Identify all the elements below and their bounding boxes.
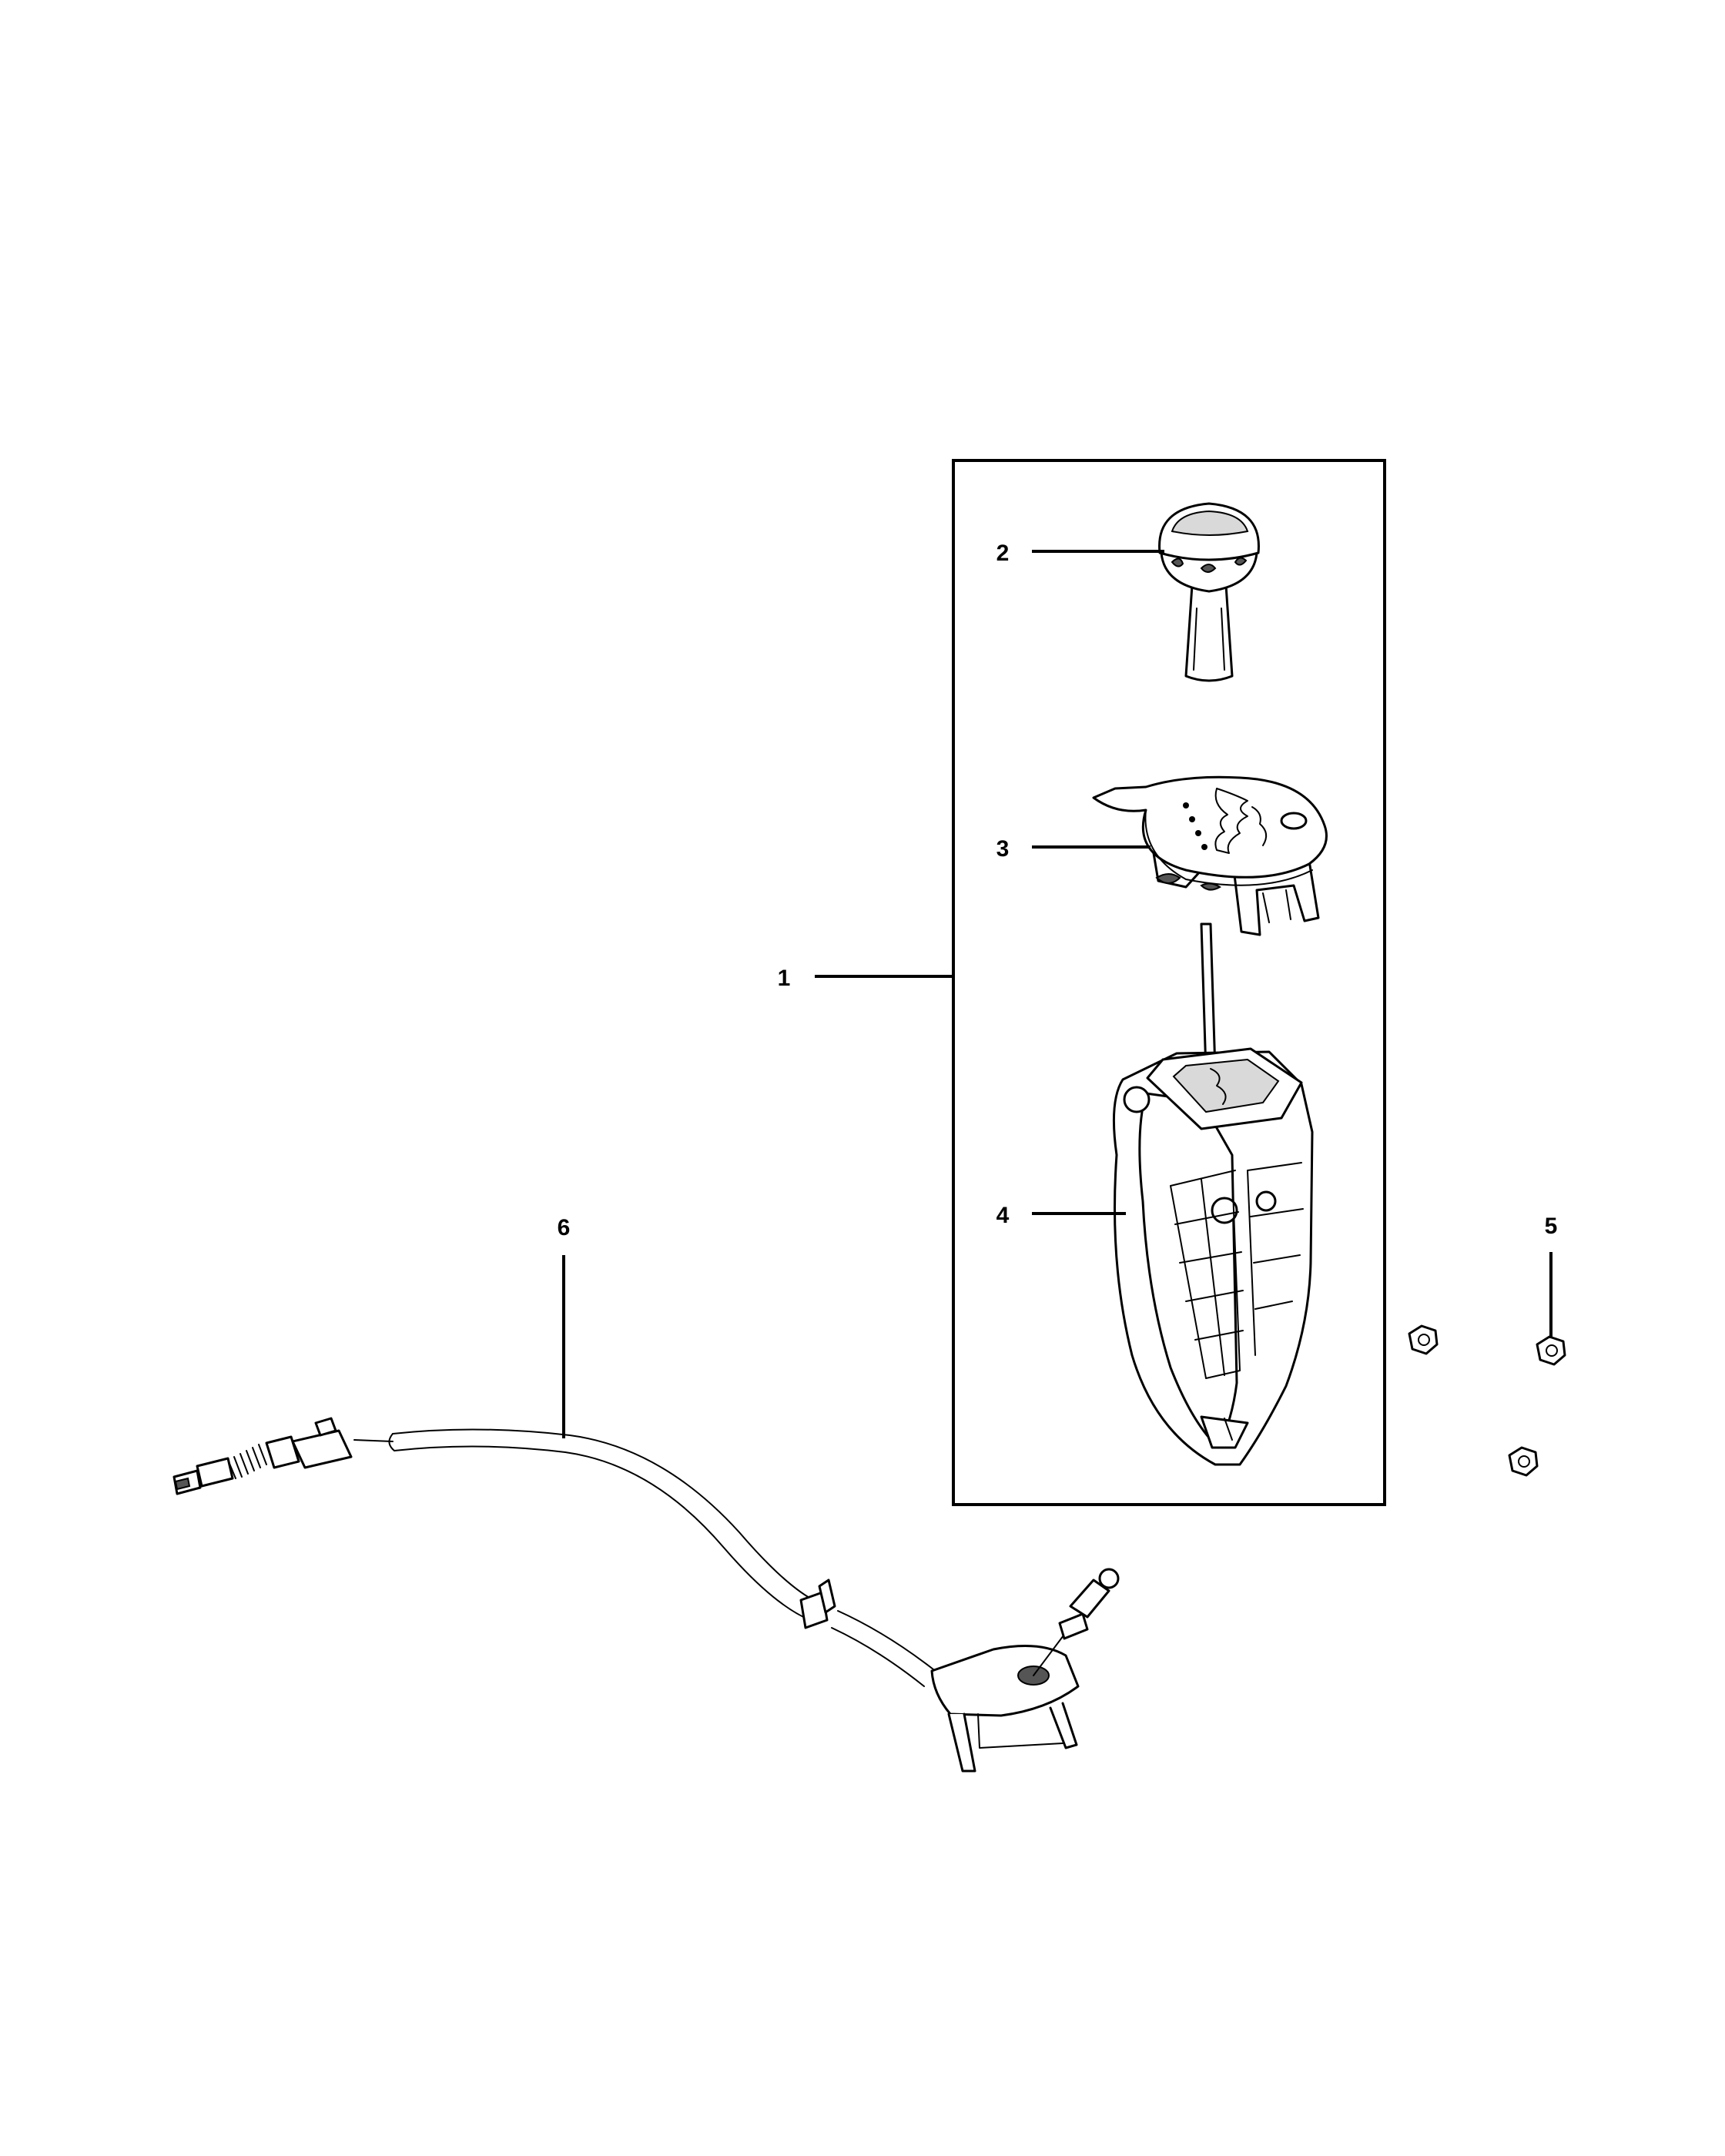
callout-2: 2 [996,541,1010,566]
hex-nut-2 [1536,1335,1566,1366]
shift-knob [1158,502,1260,682]
shift-indicator-bezel [1092,775,1328,936]
callout-3: 3 [996,836,1010,862]
assembly-box [952,459,1386,1506]
shifter-housing [1112,922,1314,1466]
shift-cable [172,1417,1120,1773]
callout-1: 1 [778,966,791,991]
callout-5: 5 [1545,1214,1558,1239]
callout-4: 4 [996,1203,1010,1228]
callout-6: 6 [558,1215,571,1240]
hex-nut-3 [1508,1446,1539,1477]
hex-nut-1 [1408,1324,1439,1355]
